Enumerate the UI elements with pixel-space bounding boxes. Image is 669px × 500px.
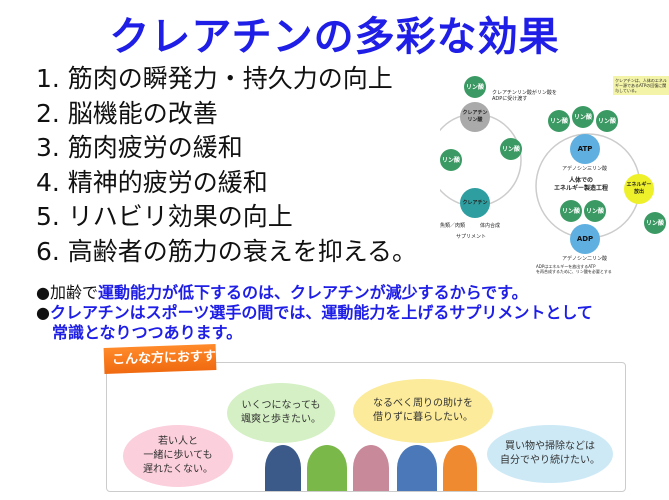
bullet-1: ●加齢で運動能力が低下するのは、クレアチンが減少するからです。 [36,283,528,302]
center-label: 人体での エネルギー製造工程 [554,177,609,192]
phosphate-node: リン酸 [584,200,606,222]
energy-cycle-diagram: リン酸 クレアチン リン酸 リン酸 クレアチン 魚類／肉類 体内合成 サプリメン… [440,76,669,276]
effect-item: 6. 高齢者の筋力の衰えを抑える。 [36,236,418,266]
phosphate-node: リン酸 [500,138,522,160]
effect-item: 4. 精神的疲労の緩和 [36,167,268,197]
speech-bubble: 買い物や掃除などは 自分でやり続けたい。 [487,425,613,483]
adp-note: ADPはエネルギーを放出するATP を再合成するために、リン酸を必要とする [536,264,612,274]
effect-item: 3. 筋肉疲労の緩和 [36,133,243,162]
atp-note: クレアチンは、人体のエネルギー源であるATPの回復に関与している。 [613,76,669,95]
speech-bubble: なるべく周りの助けを 借りずに暮らしたい。 [353,379,493,443]
recommendation-panel: 若い人と 一緒に歩いても 遅れたくない。 いくつになっても 颯爽と歩きたい。 な… [106,362,626,492]
effects-list: 1. 筋肉の瞬発力・持久力の向上 2. 脳機能の改善 3. 筋肉疲労の緩和 4.… [36,62,417,269]
phosphate-node: リン酸 [596,110,618,132]
phosphate-node: リン酸 [560,200,582,222]
recommendation-tag: こんな方におすすめします！ [103,344,217,394]
bullet-prefix: ● [36,303,50,322]
effect-item: 2. 脳機能の改善 [36,98,218,128]
phosphate-node: リン酸 [440,149,462,171]
bullet-2: ●クレアチンはスポーツ選手の間では、運動能力を上げるサプリメントとして [36,303,593,322]
person-illustration [307,445,347,491]
creatine-node: クレアチン [460,188,490,218]
phosphate-node: リン酸 [572,106,594,128]
bullet-text: クレアチンはスポーツ選手の間では、運動能力を上げるサプリメントとして [49,303,593,322]
speech-bubble: 若い人と 一緒に歩いても 遅れたくない。 [123,425,233,487]
phosphate-node: リン酸 [548,110,570,132]
adp-label: アデノシン二リン酸 [562,256,608,262]
phosphate-node: リン酸 [644,212,666,234]
food-label: 魚類／肉類 [440,223,466,229]
slide-title: クレアチンの多彩な効果 [109,14,560,60]
adp-node: ADP [570,224,600,254]
synthesis-label: 体内合成 [480,223,501,229]
bullet-text: 運動能力が低下するのは、クレアチンが減少するからです。 [97,283,528,302]
bullet-prefix: ●加齢で [36,283,98,302]
person-illustration [353,445,389,491]
creatine-phosphate-node: クレアチン リン酸 [460,102,490,132]
atp-node: ATP [570,134,600,164]
phosphate-node: リン酸 [464,76,486,98]
atp-label: アデノシン三リン酸 [562,166,608,172]
person-illustration [443,445,477,491]
person-illustration [265,445,301,491]
energy-node: エネルギー 放出 [624,174,654,204]
bullet-2-cont: 常識となりつつあります。 [52,323,243,342]
effect-item: 5. リハビリ効果の向上 [36,202,293,231]
supplement-label: サプリメント [456,234,487,240]
transfer-note: クレアチンリン酸がリン酸を ADPに受け渡す [492,90,557,102]
effect-item: 1. 筋肉の瞬発力・持久力の向上 [36,64,393,93]
person-illustration [397,445,437,491]
speech-bubble: いくつになっても 颯爽と歩きたい。 [227,383,335,443]
